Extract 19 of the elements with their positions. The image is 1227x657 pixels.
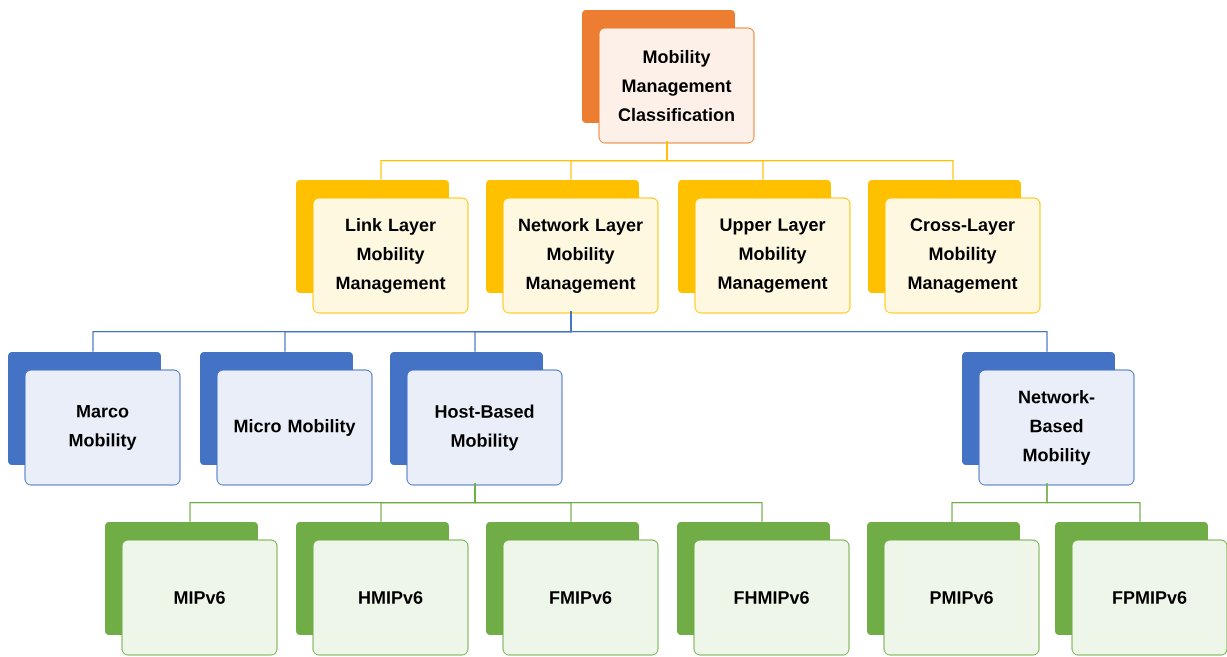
category-box: Micro Mobility	[200, 352, 373, 486]
category-box: Link Layer Mobility Management	[296, 180, 469, 314]
category-box: MIPv6	[105, 522, 278, 656]
category-box: FMIPv6	[486, 522, 659, 656]
connector-line	[474, 482, 763, 523]
category-box: Upper Layer Mobility Management	[678, 180, 851, 314]
category-box: Mobility Management Classification	[582, 10, 755, 144]
category-box: FPMIPv6	[1055, 522, 1227, 656]
category-box: Host-Based Mobility	[390, 352, 563, 486]
category-box: PMIPv6	[867, 522, 1040, 656]
category-box: Cross-Layer Mobility Management	[868, 180, 1041, 314]
category-box: Marco Mobility	[8, 352, 181, 486]
connector-line	[666, 140, 954, 181]
category-box: Network-Based Mobility	[962, 352, 1135, 486]
connector-line	[570, 310, 1048, 353]
category-box: FHMIPv6	[677, 522, 850, 656]
category-box: Network Layer Mobility Management	[486, 180, 659, 314]
category-box: HMIPv6	[296, 522, 469, 656]
connector-line	[1046, 482, 1141, 523]
